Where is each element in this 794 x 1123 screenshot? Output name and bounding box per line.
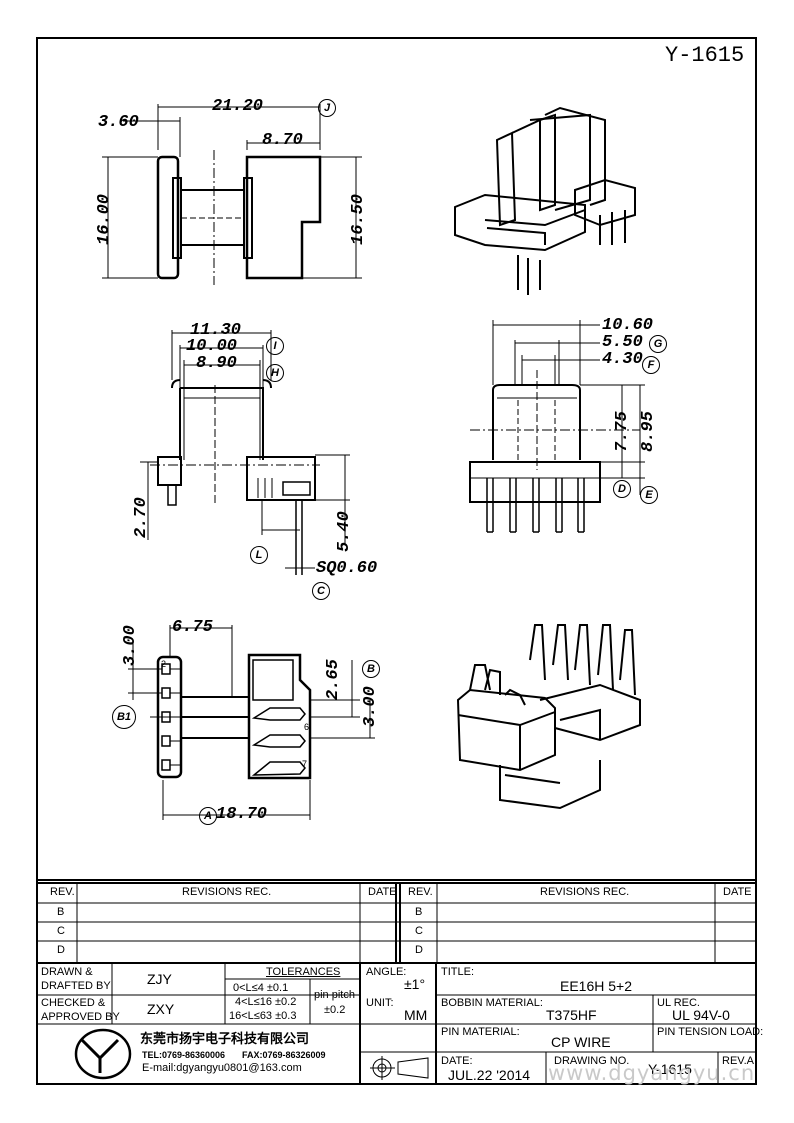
pin-material-label: PIN MATERIAL: bbox=[441, 1026, 520, 1038]
ref-a: A bbox=[199, 807, 217, 825]
iso-view-bottom bbox=[456, 624, 641, 810]
company-email: E-mail:dgyangyu0801@163.com bbox=[142, 1062, 302, 1074]
dim-3-60: 3.60 bbox=[98, 113, 139, 132]
ref-l: L bbox=[250, 546, 268, 564]
dim-8-70: 8.70 bbox=[262, 131, 303, 150]
dim-4-30: 4.30 bbox=[602, 350, 643, 369]
dim-16-50: 16.50 bbox=[349, 193, 368, 245]
pin-tension-label: PIN TENSION LOAD: bbox=[657, 1026, 764, 1038]
ul-rec-value: UL 94V-0 bbox=[672, 1007, 730, 1023]
title-value: EE16H 5+2 bbox=[560, 978, 632, 994]
ref-j: J bbox=[318, 99, 336, 117]
dim-3-00-left: 3.00 bbox=[121, 625, 140, 666]
dim-5-50: 5.50 bbox=[602, 333, 643, 352]
ref-b1: B1 bbox=[112, 705, 136, 729]
ref-i: I bbox=[266, 337, 284, 355]
rev-row-b-right: B bbox=[415, 906, 423, 918]
drafted-label: DRAFTED BY bbox=[41, 980, 111, 992]
bobbin-material-label: BOBBIN MATERIAL: bbox=[441, 997, 543, 1009]
iso-view-top bbox=[454, 106, 636, 295]
dim-7-75: 7.75 bbox=[613, 411, 632, 452]
bobbin-material-value: T375HF bbox=[546, 1007, 597, 1023]
watermark-url: www.dgyangyu.cn bbox=[548, 1061, 756, 1085]
dim-8-95: 8.95 bbox=[639, 411, 658, 452]
dim-2-65: 2.65 bbox=[324, 659, 343, 700]
dim-6-75: 6.75 bbox=[172, 618, 213, 637]
unit-value: MM bbox=[404, 1007, 428, 1023]
dim-10-60: 10.60 bbox=[602, 316, 654, 335]
ref-d: D bbox=[613, 480, 631, 498]
front-view bbox=[102, 104, 362, 285]
ref-g: G bbox=[649, 335, 667, 353]
approved-label: APPROVED BY bbox=[41, 1011, 120, 1023]
checked-label: CHECKED & bbox=[41, 997, 106, 1009]
sheet-border bbox=[36, 37, 757, 1085]
company-fax: FAX:0769-86326009 bbox=[242, 1050, 326, 1060]
company-logo bbox=[74, 1028, 132, 1080]
dim-21-20: 21.20 bbox=[212, 97, 264, 116]
rev-row-c: C bbox=[57, 925, 65, 937]
company-name: 东莞市扬宇电子科技有限公司 bbox=[140, 1032, 310, 1047]
ref-b: B bbox=[362, 660, 380, 678]
dim-8-90: 8.90 bbox=[196, 354, 237, 373]
date-label: DATE: bbox=[441, 1055, 473, 1067]
dim-3-00-right: 3.00 bbox=[361, 686, 380, 727]
dim-5-40: 5.40 bbox=[335, 511, 354, 552]
dim-10-00: 10.00 bbox=[186, 337, 238, 356]
tol-row-3: 16<L≤63 ±0.3 bbox=[229, 1010, 297, 1022]
rec-col-left: REVISIONS REC. bbox=[182, 886, 272, 898]
pin-pitch-value: ±0.2 bbox=[324, 1004, 346, 1016]
dim-16-00: 16.00 bbox=[95, 193, 114, 245]
title-label: TITLE: bbox=[441, 966, 475, 978]
unit-label: UNIT: bbox=[366, 997, 394, 1009]
tol-row-1: 0<L≤4 ±0.1 bbox=[233, 982, 289, 994]
company-tel: TEL:0769-86360006 bbox=[142, 1050, 226, 1060]
date-col-left: DATE bbox=[368, 886, 397, 898]
ref-e: E bbox=[640, 486, 658, 504]
checked-value: ZXY bbox=[147, 1001, 175, 1017]
dim-2-70: 2.70 bbox=[132, 497, 151, 538]
rev-row-d: D bbox=[57, 944, 65, 956]
rev-col-right: REV. bbox=[408, 886, 433, 898]
dim-11-30: 11.30 bbox=[190, 321, 242, 340]
rev-row-b: B bbox=[57, 906, 65, 918]
rev-col-left: REV. bbox=[50, 886, 75, 898]
rev-row-c-right: C bbox=[415, 925, 423, 937]
ref-c: C bbox=[312, 582, 330, 600]
rev-label: REV.A bbox=[722, 1055, 755, 1067]
dim-sq0-60: SQ0.60 bbox=[316, 559, 378, 578]
rec-col-right: REVISIONS REC. bbox=[540, 886, 630, 898]
angle-value: ±1° bbox=[404, 976, 426, 992]
rev-row-d-right: D bbox=[415, 944, 423, 956]
date-col-right: DATE bbox=[723, 886, 752, 898]
dim-18-70: 18.70 bbox=[216, 805, 268, 824]
projection-symbol bbox=[370, 1056, 429, 1080]
pin-label-2: 2 bbox=[161, 659, 167, 669]
side-view-left bbox=[140, 330, 350, 575]
ref-f: F bbox=[642, 356, 660, 374]
pin-label-6: 6 bbox=[304, 722, 310, 732]
drawing-no-value: Y-1615 bbox=[648, 1061, 692, 1077]
title-block-grid bbox=[37, 882, 756, 1084]
date-value: JUL.22 '2014 bbox=[448, 1067, 531, 1083]
tolerances-label: TOLERANCES bbox=[266, 966, 341, 978]
drawn-value: ZJY bbox=[147, 971, 172, 987]
bottom-view bbox=[128, 625, 375, 820]
ref-h: H bbox=[266, 364, 284, 382]
ul-rec-label: UL REC. bbox=[657, 997, 700, 1009]
pin-pitch-label: pin pitch bbox=[314, 989, 355, 1001]
drawing-code: Y-1615 bbox=[665, 43, 745, 68]
side-view-right bbox=[469, 320, 645, 533]
tol-row-2: 4<L≤16 ±0.2 bbox=[235, 996, 297, 1008]
pin-material-value: CP WIRE bbox=[551, 1034, 611, 1050]
angle-label: ANGLE: bbox=[366, 966, 407, 978]
drawn-label: DRAWN & bbox=[41, 966, 93, 978]
pin-label-7: 7 bbox=[302, 759, 308, 769]
drawing-no-label: DRAWING NO. bbox=[554, 1055, 630, 1067]
